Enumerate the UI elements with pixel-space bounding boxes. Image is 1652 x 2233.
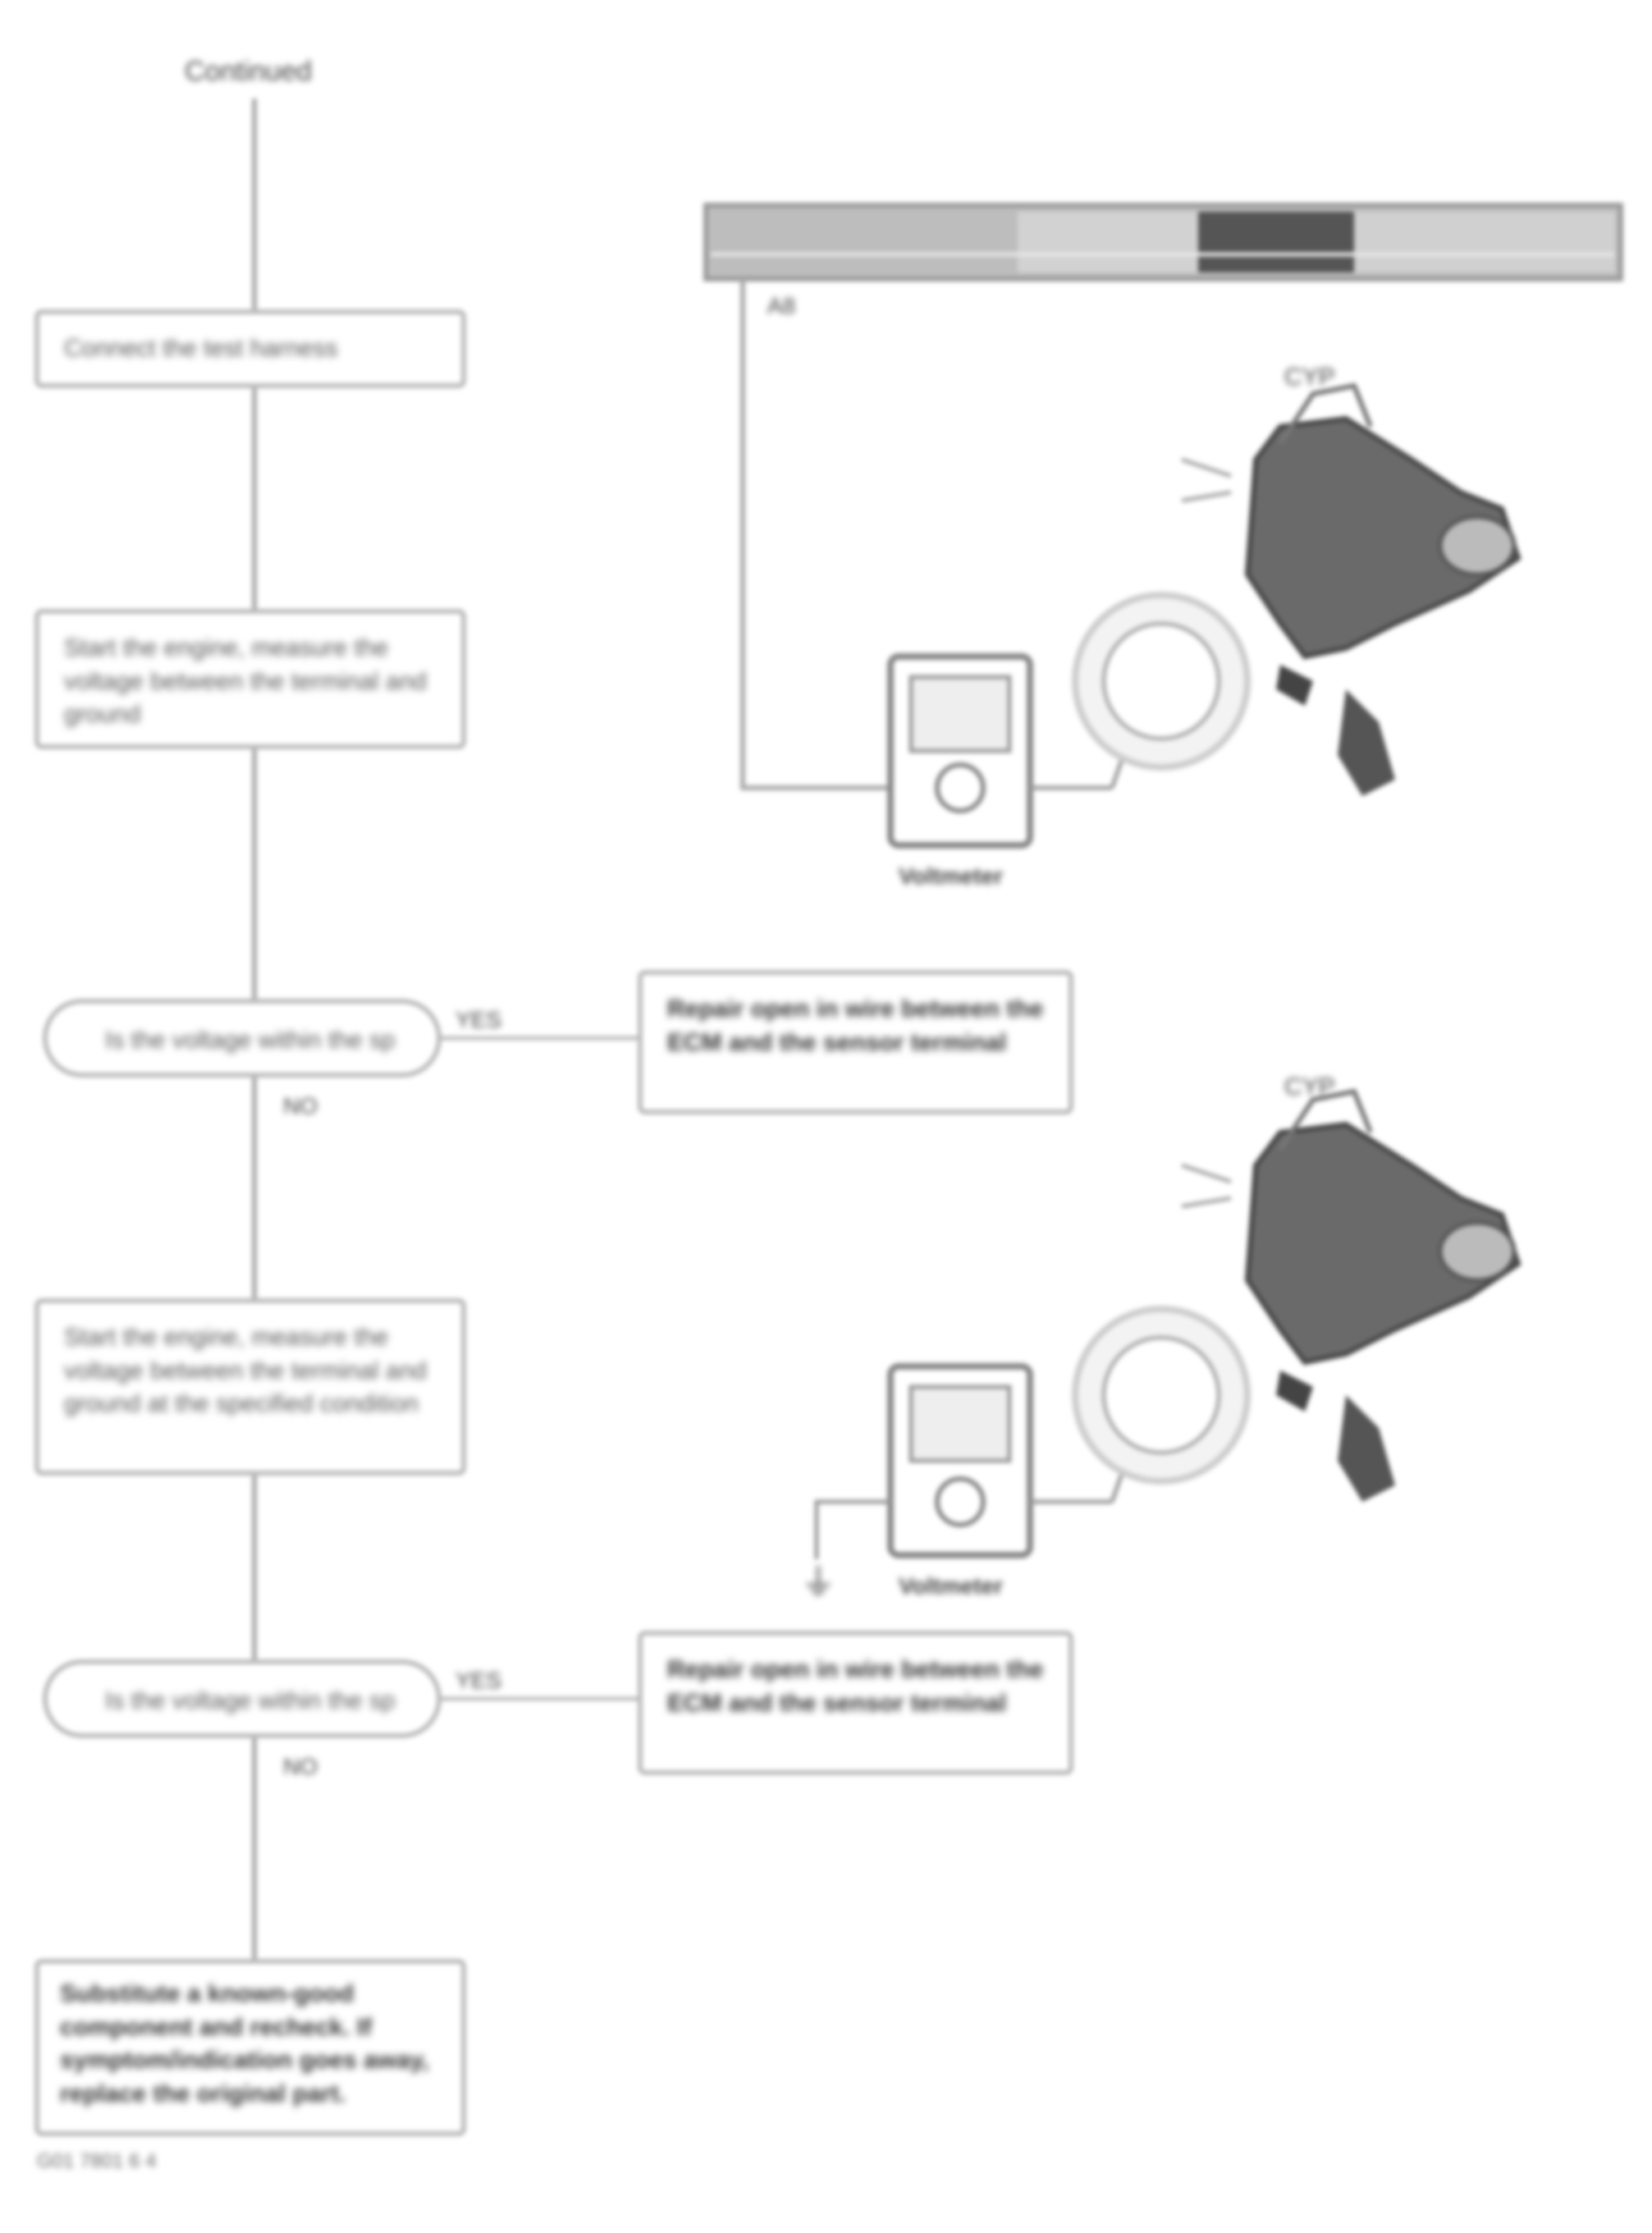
side-box-1-text: Repair open in wire between the ECM and … <box>667 995 1044 1056</box>
branch-label-yes-1: YES <box>455 1007 502 1032</box>
meter-1-caption: Voltmeter <box>899 863 1004 889</box>
step-1-text: Connect the test harness <box>64 335 338 362</box>
ground-symbol-icon: ⏚ <box>800 1563 836 1603</box>
side-box-2 <box>638 1631 1073 1775</box>
step-4-text: Substitute a known-good component and re… <box>60 1980 429 2107</box>
branch-label-no-1: NO <box>283 1093 318 1119</box>
branch-label-no-2: NO <box>283 1754 318 1779</box>
sensor-illustration-1 <box>1072 382 1522 796</box>
connector-terminal-label: A8 <box>767 293 796 318</box>
step-2-text: Start the engine, measure the voltage be… <box>64 634 427 728</box>
figure-code: G01 7801 6 4 <box>37 2150 157 2172</box>
decision-1-text: Is the voltage within the specified rang… <box>105 1027 394 1054</box>
step-box-1 <box>34 309 466 388</box>
step-3-text: Start the engine, measure the voltage be… <box>64 1324 427 1417</box>
sensor-2-label: CYP <box>1284 1073 1335 1100</box>
meter-2-caption: Voltmeter <box>899 1573 1004 1599</box>
step-box-2 <box>34 609 466 749</box>
sensor-1-label: CYP <box>1284 364 1335 391</box>
branch-label-yes-2: YES <box>455 1668 502 1693</box>
sensor-illustration-2 <box>1072 1088 1522 1502</box>
flow-start-label: Continued <box>185 56 313 87</box>
side-box-1 <box>638 970 1073 1114</box>
decision-2-text: Is the voltage within the specified rang… <box>105 1687 394 1714</box>
step-box-4 <box>34 1959 466 2136</box>
voltmeter-1 <box>887 653 1143 849</box>
step-box-3 <box>34 1298 466 1476</box>
side-box-2-text: Repair open in wire between the ECM and … <box>667 1656 1044 1717</box>
connector-strip <box>703 203 1623 281</box>
